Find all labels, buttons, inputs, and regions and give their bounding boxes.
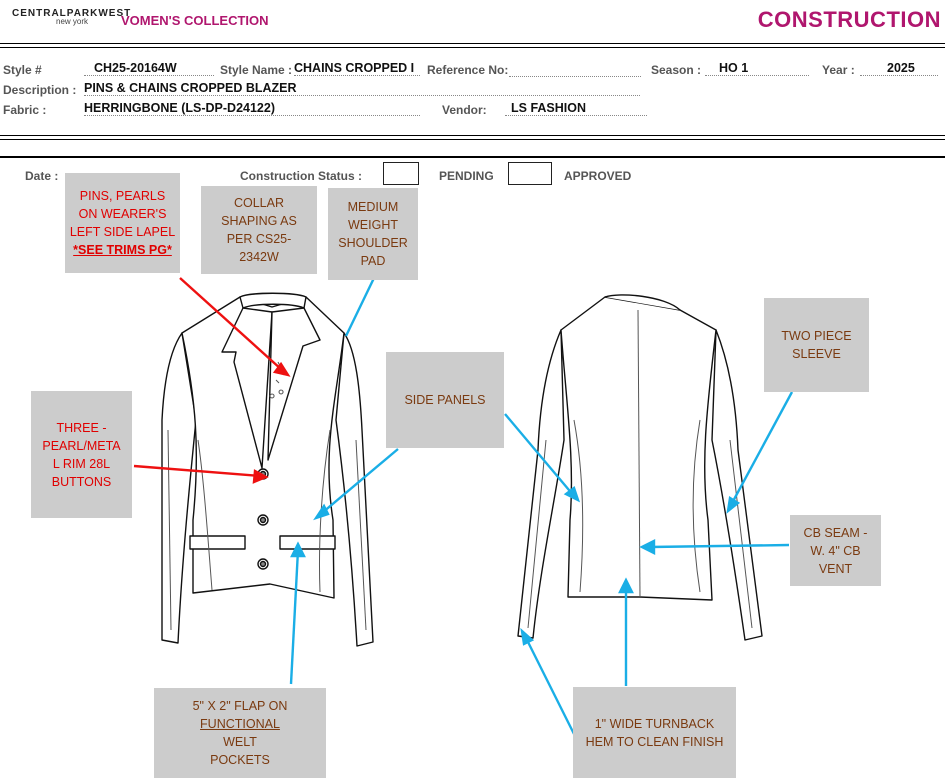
cb-seam-callout: CB SEAM - W. 4" CB VENT [790, 515, 881, 586]
callout-line: BUTTONS [51, 474, 112, 489]
vendor-label: Vendor: [442, 103, 487, 117]
style-no-value: CH25-20164W [84, 61, 214, 76]
callout-line: CB SEAM - [803, 525, 868, 540]
buttons-callout: THREE - PEARL/META L RIM 28L BUTTONS [31, 391, 132, 518]
year-label: Year : [822, 63, 855, 77]
callout-line: SHAPING AS [221, 214, 297, 228]
fields-divider-2 [0, 139, 945, 140]
callout-line: VENT [818, 561, 853, 576]
reference-label: Reference No: [427, 63, 509, 77]
callout-line: SIDE PANELS [404, 393, 486, 407]
year-value: 2025 [860, 61, 938, 76]
collar-callout: COLLAR SHAPING AS PER CS25- 2342W [201, 186, 317, 274]
fabric-value: HERRINGBONE (LS-DP-D24122) [84, 101, 420, 116]
season-value: HO 1 [705, 61, 809, 76]
style-name-value: CHAINS CROPPED I [294, 61, 420, 76]
style-no-label: Style # [3, 63, 42, 77]
callout-line: 5" X 2" FLAP ON [192, 699, 288, 713]
approved-label: APPROVED [564, 169, 632, 183]
callout-line: PINS, PEARLS [79, 189, 166, 203]
style-name-label: Style Name : [220, 63, 293, 77]
turnback-hem-callout: 1" WIDE TURNBACK HEM TO CLEAN FINISH [573, 687, 736, 778]
approved-checkbox[interactable] [508, 162, 552, 185]
shoulder-pad-callout: MEDIUM WEIGHT SHOULDER PAD [328, 188, 418, 280]
functional-text: FUNCTIONAL [200, 717, 280, 731]
page-title: CONSTRUCTION [757, 7, 941, 32]
fields-divider [0, 135, 945, 136]
brand-subtitle: new york [56, 17, 89, 26]
callout-line: SLEEVE [792, 347, 841, 361]
pending-checkbox[interactable] [383, 162, 419, 185]
back-seams [527, 309, 753, 629]
callout-line: WEIGHT [348, 218, 398, 232]
callout-line: THREE - [56, 420, 107, 435]
pending-label: PENDING [439, 169, 494, 183]
callout-line: PER CS25- [226, 232, 292, 246]
status-divider [0, 156, 945, 158]
collection-name: VOMEN'S COLLECTION [121, 13, 269, 28]
header-divider-2 [0, 47, 945, 48]
callout-line: 1" WIDE TURNBACK [594, 716, 715, 731]
construction-status-label: Construction Status : [240, 169, 362, 183]
callout-line: WELT [223, 735, 257, 749]
callout-line: LEFT SIDE LAPEL [69, 225, 176, 239]
side-panels-callout: SIDE PANELS [386, 352, 504, 448]
welt-pocket-callout: 5" X 2" FLAP ON FUNCTIONAL WELT POCKETS [154, 688, 326, 778]
callout-line: POCKETS [210, 753, 270, 767]
callout-line: COLLAR [233, 196, 284, 210]
header-divider [0, 43, 945, 44]
reference-value [509, 61, 641, 77]
callout-line: TWO PIECE [781, 329, 852, 343]
season-label: Season : [651, 63, 702, 77]
description-label: Description : [3, 83, 77, 97]
fabric-label: Fabric : [3, 103, 47, 117]
pins-pearls-callout: PINS, PEARLS ON WEARER'S LEFT SIDE LAPEL… [65, 173, 180, 273]
two-piece-sleeve-callout: TWO PIECE SLEEVE [764, 298, 869, 392]
callout-line: MEDIUM [347, 200, 399, 214]
callout-arrows [289, 277, 794, 737]
callout-line: W. 4" CB [810, 543, 861, 558]
brand-logo: CENTRALPARKWEST [12, 8, 132, 19]
callout-line: PEARL/META [42, 438, 121, 453]
date-label: Date : [25, 169, 59, 183]
callout-line: SHOULDER [338, 236, 408, 250]
red-callout-arrows [133, 277, 291, 484]
callout-line: L RIM 28L [52, 456, 111, 471]
callout-line: HEM TO CLEAN FINISH [585, 734, 724, 749]
vendor-value: LS FASHION [505, 101, 647, 116]
description-value: PINS & CHAINS CROPPED BLAZER [84, 81, 640, 96]
callout-line: ON WEARER'S [78, 207, 167, 221]
see-trims-link[interactable]: *SEE TRIMS PG* [73, 243, 172, 257]
callout-line: PAD [360, 254, 386, 268]
callout-line: 2342W [239, 250, 279, 264]
